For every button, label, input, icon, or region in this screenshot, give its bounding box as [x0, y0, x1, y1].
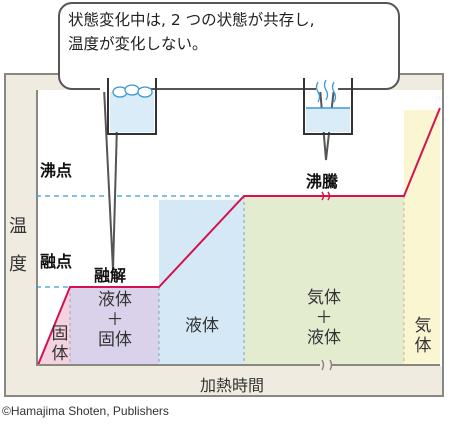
beaker-ice-icon: [107, 78, 157, 135]
callout-cover: [100, 86, 338, 92]
callout-text: 状態変化中は, 2 つの状態が共存し, 温度が変化しない。: [68, 8, 398, 56]
y-axis-label-1: 温: [9, 216, 27, 237]
melting-point-label: 融点: [40, 252, 73, 271]
region-label-solid: 固体: [51, 324, 69, 364]
axis-break-gap: [320, 360, 332, 370]
liquid-wedge: [159, 196, 244, 365]
callout-line-2: 温度が変化しない。: [68, 35, 208, 53]
break-mark: [321, 191, 331, 201]
boiling-point-label: 沸点: [40, 161, 73, 180]
region-solid-liquid: [70, 287, 159, 365]
melting-label: 融解: [94, 266, 127, 285]
y-axis-label-2: 度: [9, 254, 27, 275]
x-axis-label: 加熱時間: [200, 376, 265, 395]
heating-curve: [37, 107, 441, 366]
copyright-credit: ©Hamajima Shoten, Publishers: [2, 404, 169, 418]
region-label-liquid: 液体: [185, 316, 219, 336]
callout-bubble: [58, 2, 400, 90]
gas-wedge: [404, 108, 440, 365]
boiling-label: 沸騰: [306, 172, 339, 191]
region-label-gas: 気体: [414, 316, 432, 356]
beakers: [107, 78, 353, 135]
beaker-boiling-icon: [303, 78, 353, 135]
region-label-solid-liquid: 液体 ＋ 固体: [98, 290, 132, 350]
axis-break-mark: [321, 359, 333, 371]
region-gas-liquid: [244, 196, 404, 365]
region-label-gas-liquid: 気体 ＋ 液体: [307, 288, 341, 348]
callout-line-1: 状態変化中は, 2 つの状態が共存し,: [68, 11, 315, 29]
